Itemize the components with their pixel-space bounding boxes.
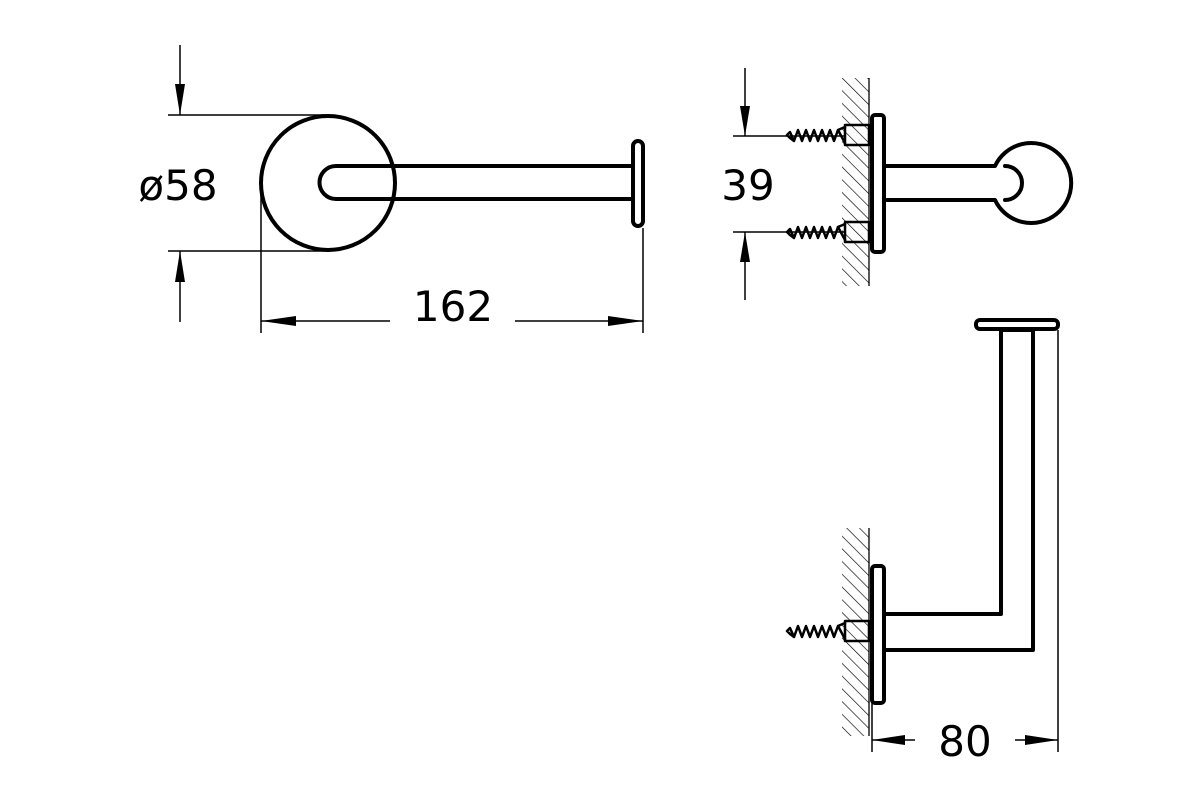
length-dimension: 162 (260, 190, 644, 333)
side-view: 39 (721, 68, 1074, 300)
height-label: 39 (721, 161, 774, 210)
front-view: ø58 162 (138, 45, 645, 333)
end-cap (631, 139, 645, 228)
diameter-dimension: ø58 (138, 45, 330, 322)
holder-arm-outline (317, 164, 635, 201)
screw-lower (785, 619, 871, 643)
wall-hatch (842, 78, 869, 286)
diameter-label: ø58 (138, 161, 217, 210)
side-arm (882, 141, 1074, 225)
rosette-circle (259, 114, 397, 252)
wall-plate-lower (870, 564, 886, 705)
wall-hatch-lower (842, 528, 869, 736)
l-arm-outline (882, 328, 1035, 652)
side-arm-tip (1003, 164, 1024, 202)
height-dimension: 39 (721, 68, 845, 300)
wall-plate (870, 113, 886, 254)
top-end-cap (974, 318, 1060, 331)
depth-label: 80 (938, 717, 991, 766)
top-view: 80 (785, 318, 1060, 766)
length-label: 162 (413, 282, 493, 331)
depth-dimension: 80 (871, 330, 1059, 766)
